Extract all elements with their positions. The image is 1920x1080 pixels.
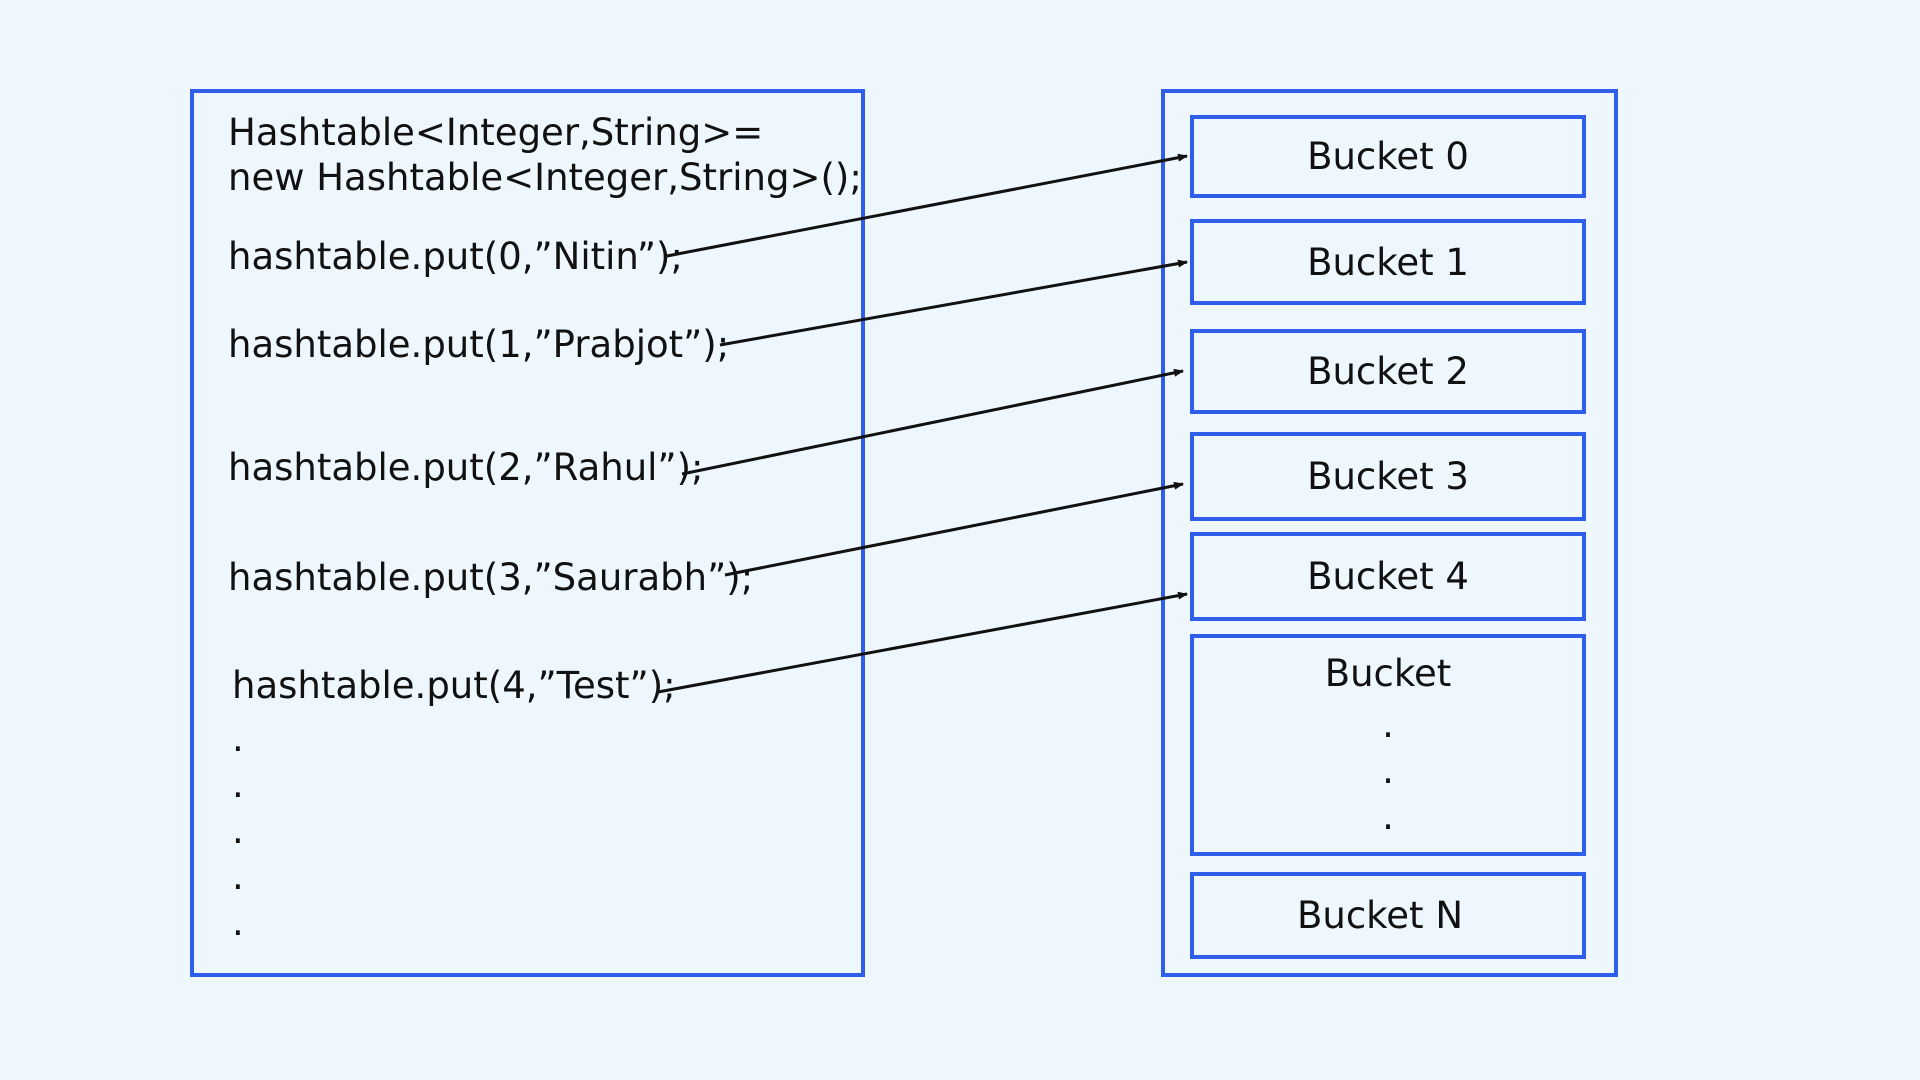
- arrow-put0-to-bucket0: [666, 153, 1188, 258]
- arrow-put3-to-bucket3: [724, 481, 1184, 577]
- put-line-4: hashtable.put(4,”Test”);: [232, 664, 676, 707]
- bucket-panel: [1161, 89, 1618, 977]
- bucket-range-dot-1: .: [1382, 703, 1394, 746]
- arrow-put2-to-bucket2: [681, 368, 1184, 476]
- put-line-1: hashtable.put(1,”Prabjot”);: [228, 323, 730, 366]
- bucket-range: Bucket . . .: [1190, 634, 1586, 856]
- bucket-n: Bucket N: [1190, 872, 1586, 959]
- ellipsis-dot-5: .: [232, 901, 244, 944]
- bucket-range-dot-2: .: [1382, 749, 1394, 792]
- ellipsis-dot-2: .: [232, 763, 244, 806]
- bucket-2: Bucket 2: [1190, 329, 1586, 414]
- bucket-range-label: Bucket: [1324, 652, 1452, 695]
- ellipsis-dot-1: .: [232, 717, 244, 760]
- bucket-3: Bucket 3: [1190, 432, 1586, 521]
- declaration-line-1: Hashtable<Integer,String>=: [228, 111, 764, 154]
- ellipsis-dot-4: .: [232, 855, 244, 898]
- put-line-3: hashtable.put(3,”Saurabh”);: [228, 556, 754, 599]
- bucket-1: Bucket 1: [1190, 219, 1586, 305]
- bucket-4: Bucket 4: [1190, 532, 1586, 621]
- arrow-put4-to-bucket4: [657, 591, 1188, 694]
- put-line-0: hashtable.put(0,”Nitin”);: [228, 235, 683, 278]
- bucket-0: Bucket 0: [1190, 115, 1586, 198]
- ellipsis-dot-3: .: [232, 809, 244, 852]
- bucket-range-dot-3: .: [1382, 795, 1394, 838]
- declaration-line-2: new Hashtable<Integer,String>();: [228, 156, 862, 199]
- code-panel: [190, 89, 865, 977]
- arrow-put1-to-bucket1: [719, 259, 1188, 347]
- put-line-2: hashtable.put(2,”Rahul”);: [228, 446, 704, 489]
